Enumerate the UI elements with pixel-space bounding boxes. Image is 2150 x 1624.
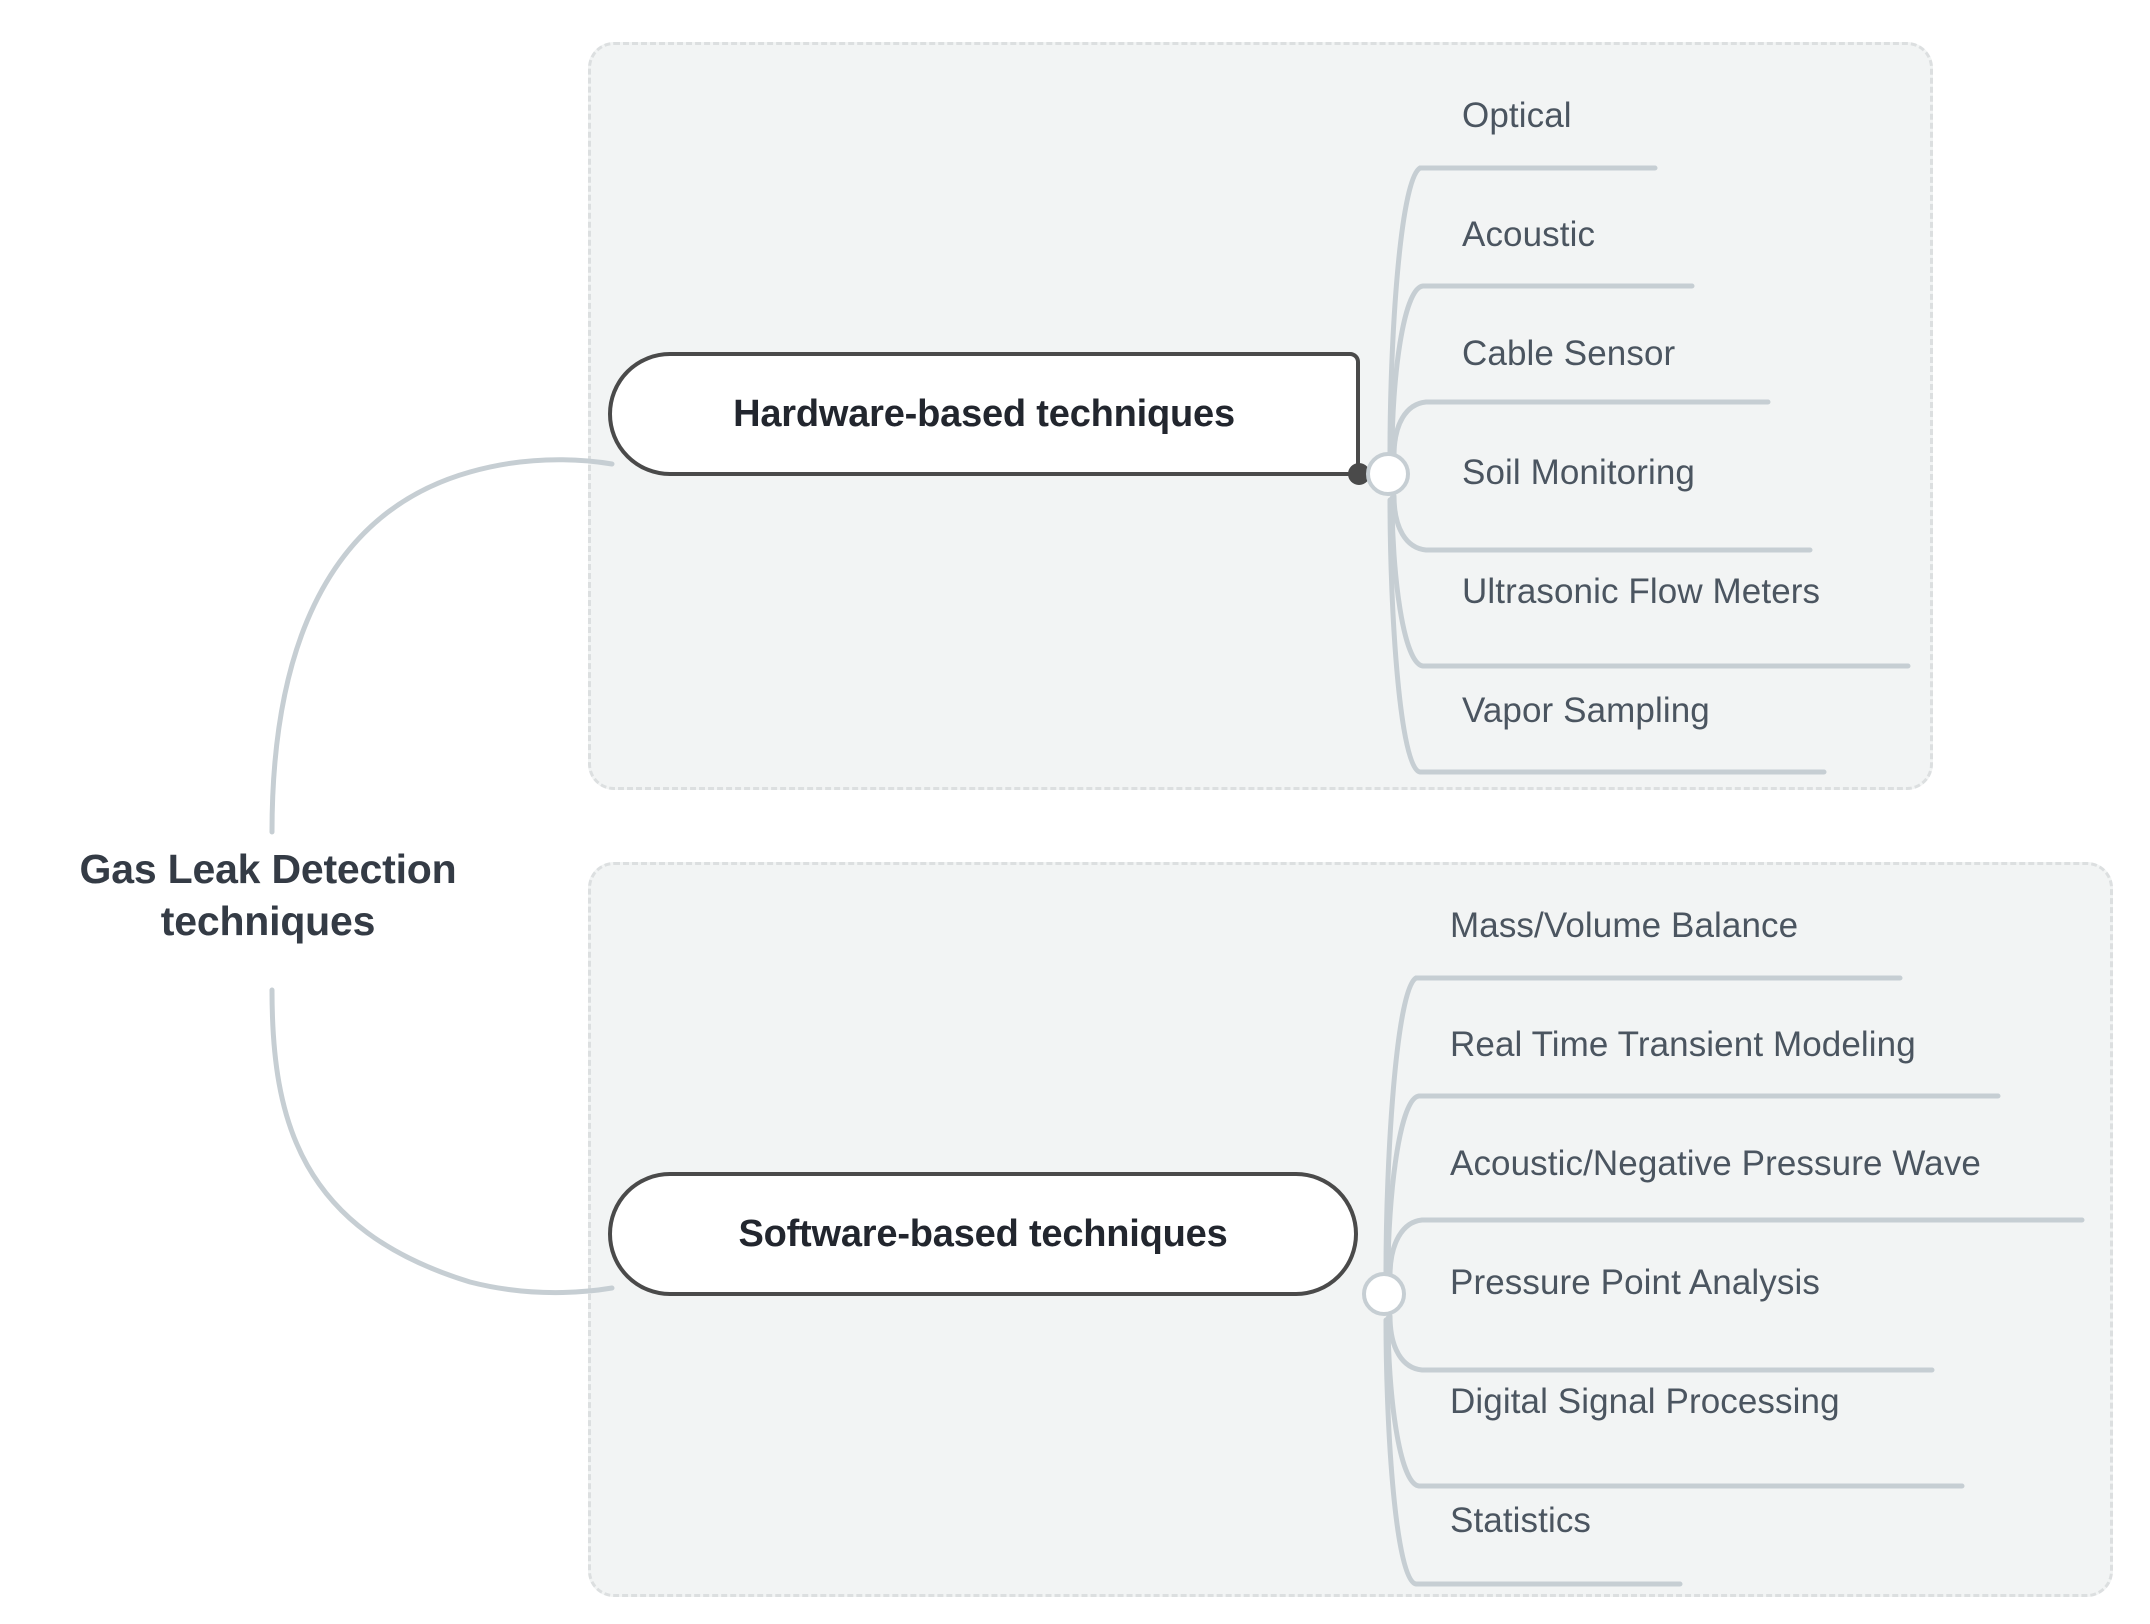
root-label: Gas Leak Detection techniques xyxy=(18,843,518,948)
branch-node-hardware-label: Hardware-based techniques xyxy=(733,392,1235,435)
leaf-label-software-5[interactable]: Statistics xyxy=(1450,1501,1592,1540)
branch-node-software[interactable]: Software-based techniques xyxy=(608,1172,1358,1296)
wire-root-to-software xyxy=(269,987,615,1296)
leaf-label-hardware-2[interactable]: Cable Sensor xyxy=(1462,334,1676,373)
root-label-line-1: Gas Leak Detection xyxy=(79,846,457,892)
leaf-label-hardware-1[interactable]: Acoustic xyxy=(1462,215,1596,254)
branch-node-hardware[interactable]: Hardware-based techniques xyxy=(608,352,1360,476)
leaf-label-hardware-4[interactable]: Ultrasonic Flow Meters xyxy=(1462,572,1821,611)
hardware-anchor-dot xyxy=(1348,463,1370,485)
leaf-label-hardware-0[interactable]: Optical xyxy=(1462,96,1572,135)
hub-circle-software[interactable] xyxy=(1362,1272,1406,1316)
leaf-label-software-2[interactable]: Acoustic/Negative Pressure Wave xyxy=(1450,1144,1981,1183)
wire-root-to-hardware xyxy=(269,457,615,835)
leaf-label-software-0[interactable]: Mass/Volume Balance xyxy=(1450,906,1799,945)
leaf-label-hardware-3[interactable]: Soil Monitoring xyxy=(1462,453,1695,492)
leaf-label-software-4[interactable]: Digital Signal Processing xyxy=(1450,1382,1840,1421)
leaf-label-software-3[interactable]: Pressure Point Analysis xyxy=(1450,1263,1820,1302)
root-label-line-2: techniques xyxy=(160,898,376,945)
branch-node-software-label: Software-based techniques xyxy=(738,1212,1228,1255)
hub-circle-hardware[interactable] xyxy=(1366,452,1410,496)
leaf-label-software-1[interactable]: Real Time Transient Modeling xyxy=(1450,1025,1916,1064)
leaf-label-hardware-5[interactable]: Vapor Sampling xyxy=(1462,691,1710,730)
